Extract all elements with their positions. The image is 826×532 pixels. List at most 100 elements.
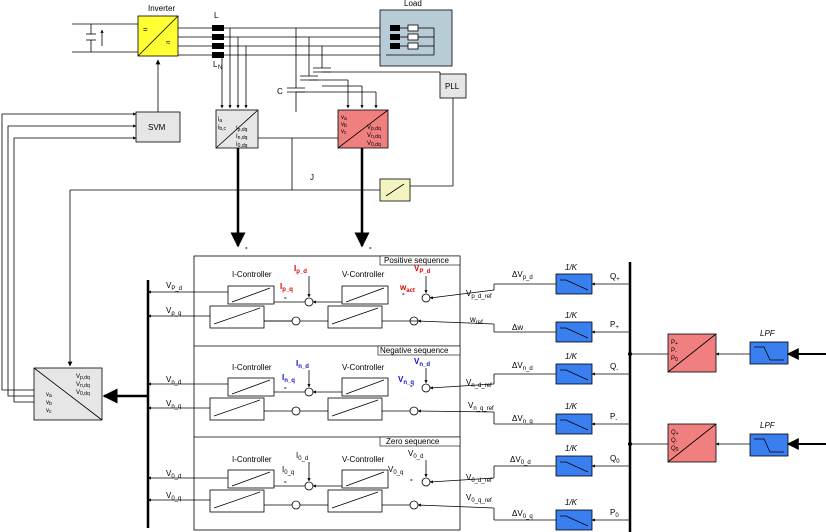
pos-wref-label: wref bbox=[469, 315, 483, 326]
pos-vq-out: Vp_q bbox=[166, 306, 181, 317]
control-panel bbox=[193, 255, 461, 531]
inverter-ac-symbol: ≈ bbox=[166, 38, 171, 47]
load-label: Load bbox=[404, 0, 422, 8]
svg-text:LPF: LPF bbox=[760, 421, 776, 430]
svg-text:V0,dq: V0,dq bbox=[76, 390, 90, 397]
dc-link bbox=[72, 23, 138, 53]
load-block: Load bbox=[379, 0, 453, 67]
pos-dv-label: ΔVp_d bbox=[512, 270, 533, 281]
pos-dw-label: Δw bbox=[512, 323, 523, 332]
positive-section: I-Controller V-Controller Ip_d Ip_q VP_d… bbox=[147, 264, 495, 329]
svg-text:I-Controller: I-Controller bbox=[232, 363, 272, 372]
inverter-block: = ≈ Inverter bbox=[137, 4, 179, 57]
zero-vq-out: V0_q bbox=[166, 491, 181, 502]
neg-vd-out: Vn_d bbox=[166, 375, 181, 386]
svg-text:vb: vb bbox=[46, 400, 52, 407]
neg-dv-d-label: ΔVn_d bbox=[512, 361, 533, 372]
svg-text:I0,dq: I0,dq bbox=[236, 142, 248, 149]
zero-id-label: I0_d bbox=[296, 451, 308, 462]
pos-id-label: Ip_d bbox=[294, 264, 307, 275]
pos-p-label: P+ bbox=[610, 320, 619, 331]
svg-text:ib,c: ib,c bbox=[218, 125, 227, 132]
svg-text:vc: vc bbox=[46, 408, 52, 415]
svg-text:N: N bbox=[218, 65, 222, 71]
svg-text:-: - bbox=[284, 477, 287, 486]
svg-text:Q0: Q0 bbox=[671, 446, 679, 453]
negative-section: I-Controller V-Controller In_d In_q Vn_d… bbox=[147, 357, 494, 421]
svg-text:Q-: Q- bbox=[671, 438, 678, 445]
pos-iq-label: Ip_q bbox=[280, 282, 293, 293]
positive-sequence-label: Positive sequence bbox=[384, 256, 449, 265]
zero-vq-label: V0_q bbox=[388, 465, 403, 476]
neg-iq-label: In_q bbox=[282, 373, 295, 384]
svg-text:V-Controller: V-Controller bbox=[342, 363, 385, 372]
zero-sequence-label: Zero sequence bbox=[386, 437, 440, 446]
svg-text:V-Controller: V-Controller bbox=[342, 270, 385, 279]
power-calc-blocks: P+ P- P0 Q+ Q- Q0 bbox=[667, 333, 717, 463]
inverter-dc-symbol: = bbox=[143, 25, 148, 34]
current-sense-taps bbox=[220, 28, 248, 109]
svg-text:-: - bbox=[410, 381, 413, 390]
integrator-block bbox=[379, 178, 411, 202]
lpf-blocks: LPF LPF bbox=[715, 329, 826, 457]
svg-text:P+: P+ bbox=[671, 340, 678, 347]
pos-wact-label: wact bbox=[399, 283, 415, 294]
svg-text:vb: vb bbox=[341, 122, 347, 129]
j-label: J bbox=[310, 173, 314, 182]
zero-dv-q-label: ΔV0_q bbox=[512, 509, 533, 520]
svg-text:P-: P- bbox=[671, 348, 677, 355]
inverter-label: Inverter bbox=[148, 4, 175, 13]
pll-label: PLL bbox=[445, 82, 460, 91]
svg-text:va: va bbox=[46, 392, 52, 399]
neg-p-label: P- bbox=[610, 412, 617, 423]
inverse-transform-block: Vp,dq Vn,dq V0,dq va vb vc bbox=[33, 367, 103, 421]
svg-text:-: - bbox=[284, 293, 287, 302]
svg-text:-: - bbox=[402, 289, 405, 298]
phase-lines bbox=[178, 27, 386, 56]
svg-text:LPF: LPF bbox=[760, 329, 776, 338]
neg-dv-q-label: ΔVn_q bbox=[512, 414, 533, 425]
zero-vdref-label: V0_d_ref bbox=[466, 473, 492, 484]
svg-text:ia: ia bbox=[218, 117, 222, 124]
svg-text:Vp,dq: Vp,dq bbox=[76, 374, 90, 381]
capacitor-label: C bbox=[277, 87, 283, 96]
svg-text:va: va bbox=[341, 115, 347, 122]
svg-text:1/K: 1/K bbox=[565, 352, 578, 361]
svg-text:Vp,dq: Vp,dq bbox=[367, 125, 381, 132]
svm-label: SVM bbox=[148, 123, 166, 132]
angle-bus: J bbox=[67, 137, 380, 367]
neg-vq-label: Vn_q bbox=[398, 375, 414, 386]
neg-vd-label: Vn_d bbox=[414, 357, 430, 368]
pos-q-label: Q+ bbox=[610, 272, 620, 283]
pos-vref-label: Vp_d_ref bbox=[466, 289, 492, 300]
filter-inductors: L L N bbox=[212, 11, 224, 71]
svg-text:1/K: 1/K bbox=[565, 402, 578, 411]
neg-vqref-label: Vn_q_ref bbox=[468, 401, 494, 412]
pll-block: PLL bbox=[410, 72, 467, 187]
zero-q-label: Q0 bbox=[610, 454, 620, 465]
svg-text:1/K: 1/K bbox=[565, 498, 578, 507]
zero-vqref-label: V0_q_ref bbox=[466, 493, 492, 504]
neg-vq-out: Vn_q bbox=[166, 399, 181, 410]
svg-text:1/K: 1/K bbox=[565, 444, 578, 453]
neg-vdref-label: Vn_d_ref bbox=[466, 378, 492, 389]
zero-dv-d-label: ΔV0_d bbox=[510, 455, 531, 466]
zero-iq-label: I0_q bbox=[282, 465, 294, 476]
negative-sequence-label: Negative sequence bbox=[380, 346, 449, 355]
svg-text:I-Controller: I-Controller bbox=[232, 455, 272, 464]
pos-vd-label: VP_d bbox=[414, 264, 431, 275]
svg-text:Q+: Q+ bbox=[671, 430, 679, 437]
svg-text:-: - bbox=[410, 475, 413, 484]
svg-text:V-Controller: V-Controller bbox=[342, 455, 385, 464]
svg-text:Vn,dq: Vn,dq bbox=[367, 133, 381, 140]
droop-gain-blocks: 1/K ΔVp_d Q+ 1/K Δw P+ 1/K ΔVn_d Q- 1/K … bbox=[493, 263, 630, 531]
neutral-inductor-label: L bbox=[213, 60, 218, 69]
neg-id-label: In_d bbox=[296, 359, 309, 370]
zero-p-label: P0 bbox=[610, 508, 619, 519]
svg-text:vc: vc bbox=[341, 129, 347, 136]
svg-text:Ip,dq: Ip,dq bbox=[236, 126, 248, 133]
zero-section: I-Controller V-Controller I0_d I0_q V0_d… bbox=[147, 449, 495, 513]
svg-text:-: - bbox=[245, 243, 248, 252]
svg-text:P0: P0 bbox=[671, 356, 678, 363]
